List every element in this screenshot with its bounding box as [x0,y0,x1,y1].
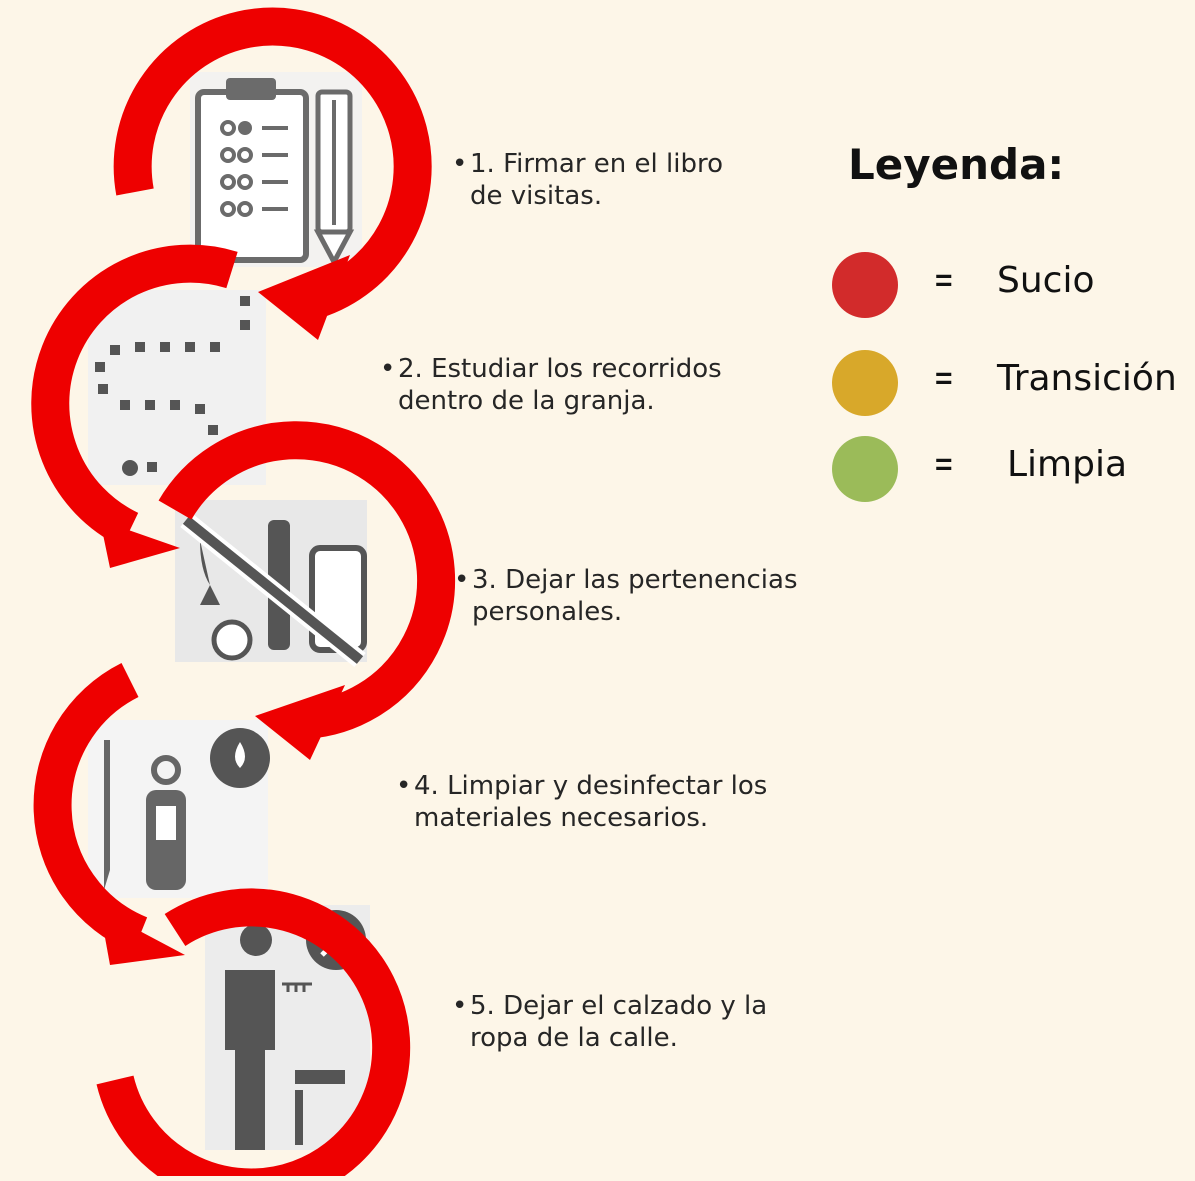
step-1-text: • 1. Firmar en el libro de visitas. [452,148,724,212]
step-5-line-1: 5. Dejar el calzado y la [470,991,768,1021]
step-1-bullet: • [452,149,468,179]
legend-label-limpia: Limpia [1007,444,1128,485]
red-circle-icon [832,252,898,318]
step-3-bullet: • [454,565,470,595]
legend-label-transicion: Transición [997,358,1177,399]
step-4-line-2: materiales necesarios. [414,803,709,833]
step-1-line-2: de visitas. [470,181,603,211]
red-arrow-5 [96,888,411,1181]
step-5-bullet: • [452,991,468,1021]
step-4-bullet: • [396,771,412,801]
red-arrow-2 [31,244,238,548]
step-1-line-1: 1. Firmar en el libro [470,149,724,179]
red-arrow-3 [158,421,456,739]
red-arrowhead-2 [100,520,180,568]
step-2-line-2: dentro de la granja. [398,386,655,416]
red-arrowhead-3 [255,685,345,760]
step-3-line-1: 3. Dejar las pertenencias [472,565,798,595]
disinfect-materials-icon [88,720,270,898]
step-5-line-2: ropa de la calle. [470,1023,678,1053]
red-arrows [31,7,456,1181]
red-arrowhead-1 [258,255,350,340]
equals-sign: = [935,448,953,481]
no-personal-items-icon [175,500,367,668]
equals-sign: = [935,264,953,297]
equals-sign: = [935,362,953,395]
red-arrow-1 [113,7,432,319]
step-3-text: • 3. Dejar las pertenencias personales. [454,564,798,628]
yellow-circle-icon [832,350,898,416]
green-circle-icon [832,436,898,502]
clipboard-checklist-icon [190,72,362,268]
step-3-line-2: personales. [472,597,623,627]
step-4-text: • 4. Limpiar y desinfectar los materiale… [396,770,768,834]
red-arrowhead-4 [100,910,185,965]
step-2-bullet: • [380,354,396,384]
legend-title: Leyenda: [848,140,1065,189]
step-2-line-1: 2. Estudiar los recorridos [398,354,722,384]
step-5-text: • 5. Dejar el calzado y la ropa de la ca… [452,990,768,1054]
step-4-line-1: 4. Limpiar y desinfectar los [414,771,768,801]
red-arrowheads [100,255,350,965]
legend-label-sucio: Sucio [997,260,1095,301]
step-2-text: • 2. Estudiar los recorridos dentro de l… [380,353,722,417]
